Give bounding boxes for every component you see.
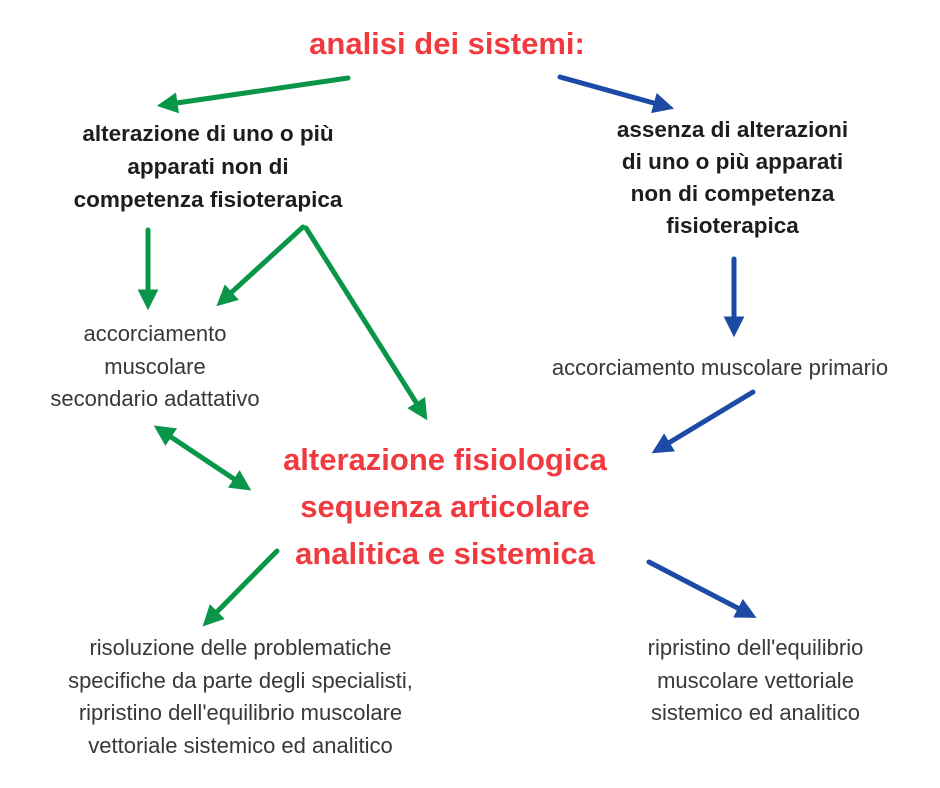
node-alterazione-apparati: alterazione di uno o più apparati non di… bbox=[73, 121, 343, 212]
arrow-alterazione-to-alterazione-fisiologica bbox=[303, 225, 428, 421]
node-alterazione-fisiologica: alterazione fisiologica sequenza articol… bbox=[283, 442, 607, 571]
node-risoluzione-specialisti: risoluzione delle problematiche specific… bbox=[68, 635, 413, 758]
diagram-title: analisi dei sistemi: bbox=[309, 26, 585, 61]
node-accorciamento-secondario: accorciamento muscolare secondario adatt… bbox=[50, 321, 260, 411]
arrow-title-to-alterazione bbox=[156, 75, 351, 114]
node-accorciamento-primario: accorciamento muscolare primario bbox=[551, 355, 889, 380]
arrow-title-to-assenza bbox=[557, 74, 675, 114]
node-ripristino-equilibrio: ripristino dell'equilibrio muscolare vet… bbox=[647, 635, 864, 725]
arrow-alterazione-to-accorciamento-secondario-right bbox=[216, 224, 306, 307]
node-assenza-alterazioni: assenza di alterazioni di uno o più appa… bbox=[616, 117, 849, 238]
